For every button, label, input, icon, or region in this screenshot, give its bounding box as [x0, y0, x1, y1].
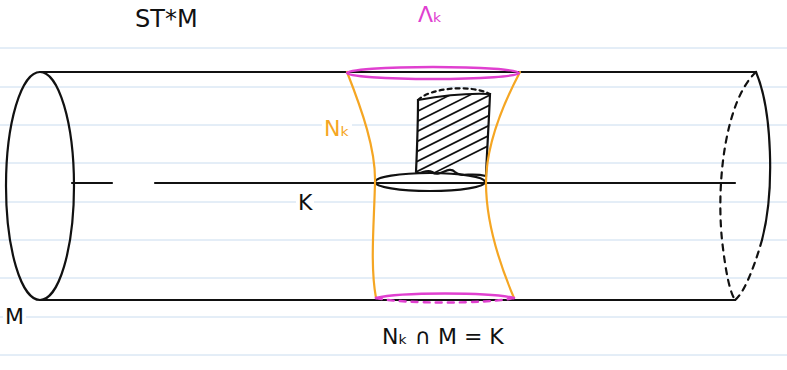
submanifold-label: K	[296, 190, 314, 215]
conormal-label: Λₖ	[416, 2, 444, 27]
space-label: ST*M	[133, 6, 200, 34]
cylinder	[6, 72, 770, 300]
ruled-paper	[0, 48, 787, 355]
conormal-ellipses	[347, 67, 519, 303]
normal-label: Nₖ	[322, 116, 352, 141]
normal-bundle-curves	[347, 72, 520, 298]
caption-equation: Nₖ ∩ M = K	[380, 324, 506, 349]
hatching	[400, 70, 500, 190]
manifold-label: M	[3, 304, 26, 329]
